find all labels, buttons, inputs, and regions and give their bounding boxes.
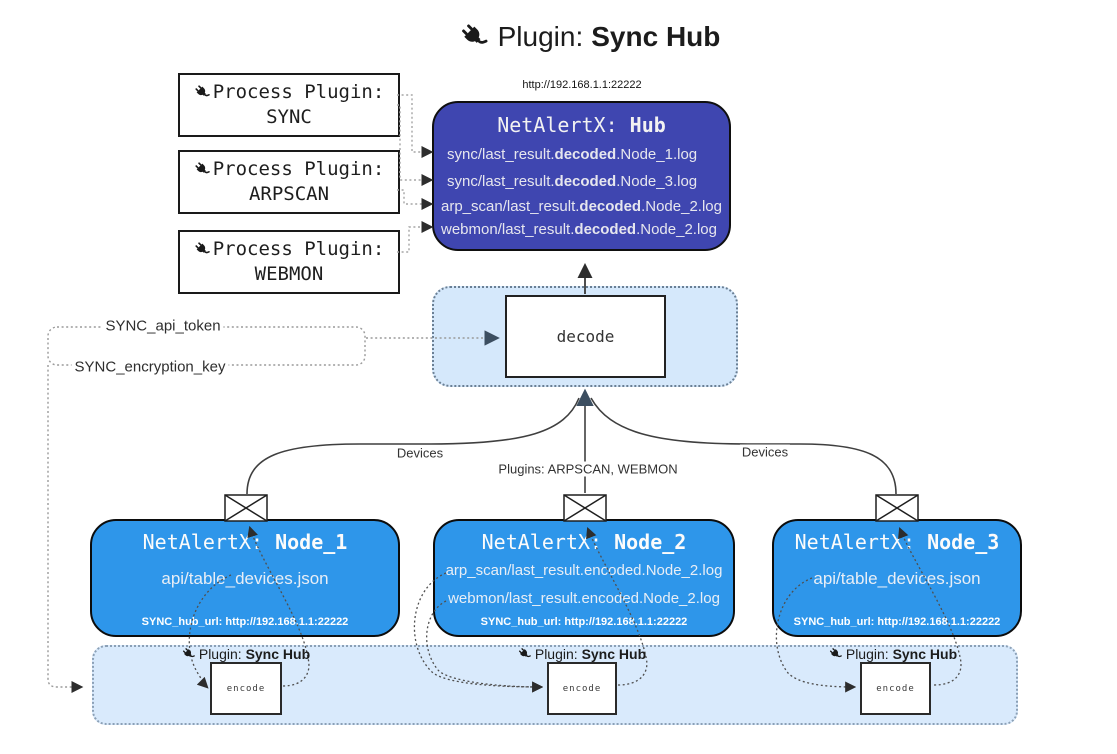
hub-log-line: webmon/last_result.decoded.Node_2.log [441,221,717,238]
node-file: arp_scan/last_result.encoded.Node_2.log [445,562,723,579]
process-plugin-webmon: Process Plugin: WEBMON [178,230,400,294]
page-title: Plugin: Sync Hub [460,21,721,53]
process-plugin-label: Process Plugin: [212,158,385,180]
process-plugin-name: SYNC [266,106,312,128]
plug-icon [195,242,210,254]
process-plugin-label: Process Plugin: [212,81,385,103]
plug-icon [462,24,488,44]
edge-label-devices-left: Devices [394,445,446,461]
encode-band-label: Plugin: Sync Hub [182,646,310,662]
decode-box: decode [505,295,666,378]
encode-band-label: Plugin: Sync Hub [829,646,957,662]
node-2-box: NetAlertX: Node_2 arp_scan/last_result.e… [433,519,735,637]
edge-sync-to-hub [397,104,434,186]
node-title: NetAlertX: Node_1 [142,530,348,554]
edge-arpscan-to-hub [397,189,434,210]
title-prefix: Plugin: [497,21,584,52]
title-name: Sync Hub [591,21,721,52]
node-file: api/table_devices.json [161,569,329,588]
encode-box: encode [210,662,282,715]
encode-box: encode [547,662,617,715]
plug-icon [518,648,531,658]
process-plugin-name: ARPSCAN [248,183,330,205]
process-plugin-arpscan: Process Plugin: ARPSCAN [178,150,400,214]
plug-icon [829,648,842,658]
hub-log-line: sync/last_result.decoded.Node_1.log [447,146,698,163]
node-hub-url: SYNC_hub_url: http://192.168.1.1:22222 [793,616,1001,628]
edge-sync-to-hub [397,94,434,158]
process-plugin-label: Process Plugin: [212,238,385,260]
hub-box: NetAlertX: Hub sync/last_result.decoded.… [432,101,731,251]
sync-api-token-label: SYNC_api_token [102,317,224,335]
hub-log-line: arp_scan/last_result.decoded.Node_2.log [441,198,722,215]
hub-title: NetAlertX: Hub [497,113,666,137]
node-title: NetAlertX: Node_2 [481,530,687,554]
edge-tokens-to-encode-band [47,365,84,693]
node-file: webmon/last_result.encoded.Node_2.log [448,590,720,607]
envelope-icon [875,494,919,522]
node-file: api/table_devices.json [813,569,981,588]
node-1-box: NetAlertX: Node_1 api/table_devices.json… [90,519,400,637]
edge-label-devices-right: Devices [739,444,791,460]
sync-encryption-key-label: SYNC_encryption_key [71,358,229,376]
encode-box: encode [860,662,931,715]
envelope-icon [563,494,607,522]
encode-band-label: Plugin: Sync Hub [518,646,646,662]
edge-label-plugins: Plugins: ARPSCAN, WEBMON [496,461,680,477]
edge-webmon-to-hub [397,221,434,253]
hub-url-label: http://192.168.1.1:22222 [522,79,642,91]
node-hub-url: SYNC_hub_url: http://192.168.1.1:22222 [480,616,688,628]
plug-icon [195,162,210,174]
envelope-icon [224,494,268,522]
process-plugin-name: WEBMON [254,263,324,285]
node-3-box: NetAlertX: Node_3 api/table_devices.json… [772,519,1022,637]
plug-icon [195,85,210,97]
node-hub-url: SYNC_hub_url: http://192.168.1.1:22222 [141,616,349,628]
hub-log-line: sync/last_result.decoded.Node_3.log [447,173,698,190]
process-plugin-sync: Process Plugin: SYNC [178,73,400,137]
plug-icon [182,648,195,658]
node-title: NetAlertX: Node_3 [794,530,1000,554]
